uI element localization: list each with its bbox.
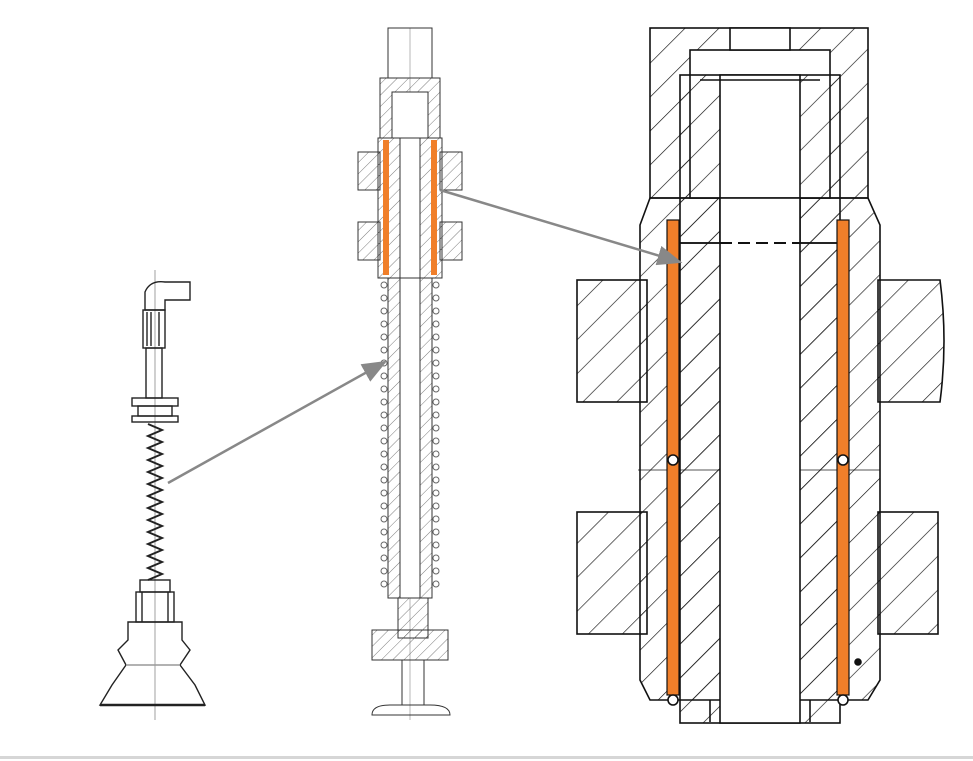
spring-coil-section [380,398,388,406]
spring-coil-section [432,294,440,302]
spring-coil-section [380,411,388,419]
spring-coil-section [432,476,440,484]
spring-coil-section [380,294,388,302]
spring-coil-section [380,489,388,497]
spring-coil-section [432,463,440,471]
callout-arrows [167,188,683,485]
spring-coil-section [380,528,388,536]
spring-coil-section [380,463,388,471]
spring-coil-section [380,346,388,354]
assembled-suction-cup-view [98,270,207,720]
spring-coil-section [380,437,388,445]
spring-coil-section [432,320,440,328]
spring-coil-section [432,437,440,445]
spring-coil-section [380,385,388,393]
spring-coil-section [432,281,440,289]
spring-coil-section [380,554,388,562]
spring-coil-section [432,450,440,458]
spring-coil-section [432,424,440,432]
spring-coil-section [432,541,440,549]
spring-coil-section [432,346,440,354]
spring-coil [145,423,165,581]
spring-coil-section [432,580,440,588]
arrow-spring-to-section [167,360,388,485]
spring-coil-section [432,528,440,536]
spring-coil-section [432,502,440,510]
spring-coil-section [380,372,388,380]
spring-section-dots [380,281,440,588]
spring-coil-section [380,476,388,484]
spring-coil-section [380,333,388,341]
spring-coil-section [380,502,388,510]
spring-coil-section [380,320,388,328]
spring-coil-section [432,489,440,497]
spring-coil-section [432,333,440,341]
spring-coil-section [380,567,388,575]
spring-coil-section [432,515,440,523]
spring-coil-section [432,359,440,367]
spring-coil-section [432,567,440,575]
spring-coil-section [432,398,440,406]
spring-coil-section [432,307,440,315]
highlight-seal-right [431,140,437,275]
enlarged-detail-view [576,27,945,724]
cross-section-view [357,27,463,720]
spring-coil-section [380,580,388,588]
spring-coil-section [380,307,388,315]
spring-coil-section [432,411,440,419]
spring-coil-section [432,372,440,380]
spring-coil-section [380,450,388,458]
highlight-seal-left [383,140,389,275]
bottom-divider [0,756,973,759]
spring-coil-section [380,281,388,289]
spring-coil-section [432,385,440,393]
spring-coil-section [432,554,440,562]
arrow-seal-to-detail [439,188,683,266]
spring-coil-section [380,424,388,432]
spring-coil-section [380,515,388,523]
spring-coil-section [380,541,388,549]
